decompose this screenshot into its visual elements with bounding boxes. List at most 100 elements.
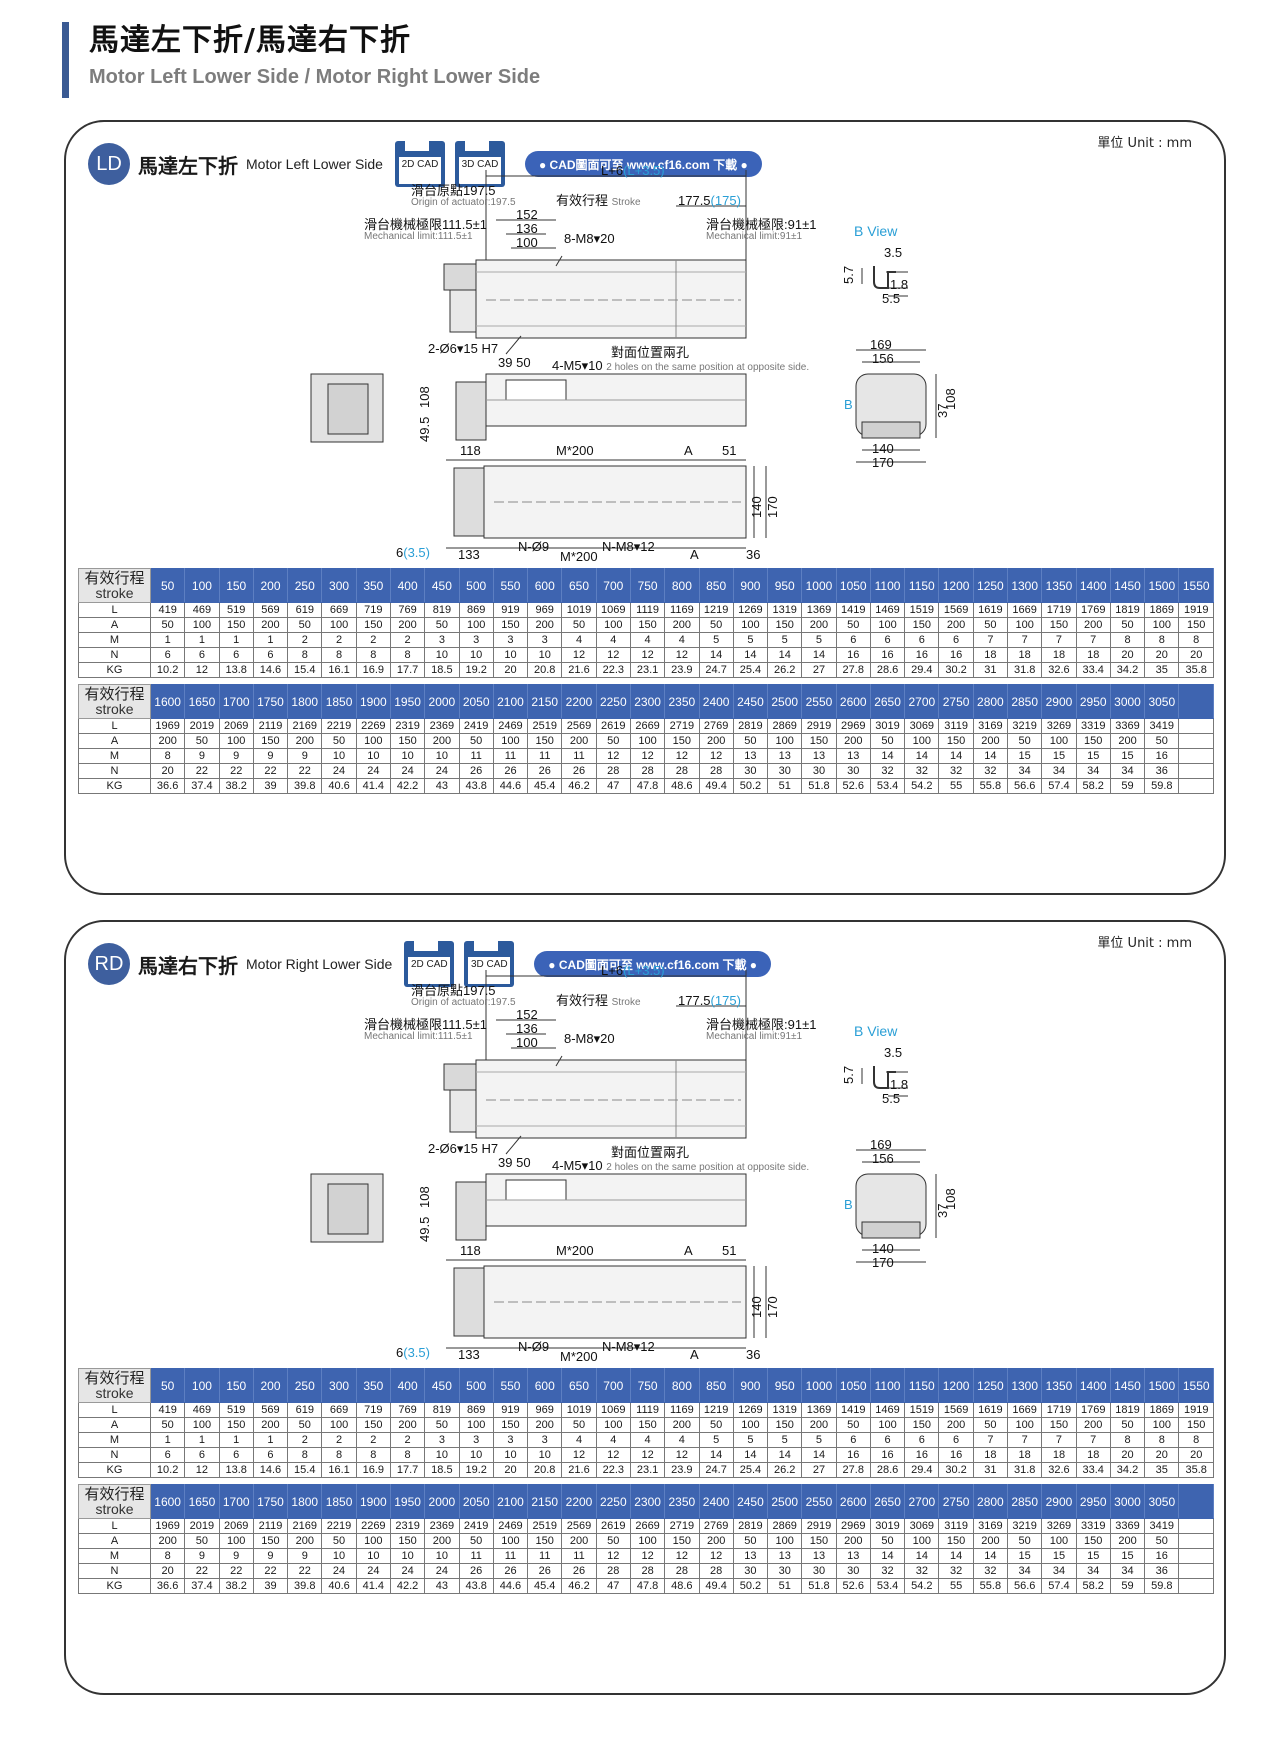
motor-side — [455, 1181, 487, 1241]
cad-3d-download-button[interactable]: 3D CAD — [454, 141, 505, 187]
table-cell: 22 — [252, 1563, 289, 1579]
table-cell: 200 — [698, 1533, 734, 1549]
stroke-value-cell: 2550 — [801, 1484, 837, 1519]
stroke-value-cell: 1400 — [1075, 568, 1111, 603]
table-cell: 24.7 — [698, 1462, 734, 1478]
empty-cell — [1178, 718, 1214, 734]
panel-header: RD 馬達右下折 Motor Right Lower Side 2D CAD 3… — [88, 941, 772, 987]
cad-download-link[interactable]: ● CAD圖面可至 www.cf16.com 下載 ● — [534, 951, 772, 977]
table-cell: 20 — [1109, 1447, 1146, 1463]
table-cell: 22 — [287, 1563, 323, 1579]
table-cell: 50 — [595, 733, 631, 749]
table-cell: 24 — [321, 763, 357, 779]
mech-limit-right-en: Mechanical limit:91±1 — [706, 1031, 803, 1042]
table-cell: 23.1 — [629, 662, 666, 678]
table-cell: 2569 — [561, 718, 597, 734]
table-cell: 10 — [424, 1548, 460, 1564]
table-cell: 50 — [458, 733, 494, 749]
table-cell: 8 — [389, 1447, 426, 1463]
table-cell: 719 — [355, 1402, 391, 1418]
stroke-value-cell: 3050 — [1144, 684, 1180, 719]
panel-title-en: Motor Right Lower Side — [246, 956, 393, 972]
table-cell: 4 — [629, 632, 666, 648]
table-cell: 53.4 — [869, 1578, 906, 1594]
table-cell: 2419 — [458, 1518, 494, 1534]
cad-2d-label: 2D CAD — [398, 157, 441, 184]
table-cell: 7 — [972, 1432, 1009, 1448]
table-cell: 16 — [904, 647, 940, 663]
table-cell: 29.4 — [904, 662, 940, 678]
table-cell: 20.8 — [527, 662, 563, 678]
table-cell: 50 — [732, 733, 769, 749]
table-cell: 47 — [595, 778, 631, 794]
table-cell: 9 — [252, 748, 289, 764]
table-cell: 200 — [835, 733, 871, 749]
table-cell: 4 — [561, 1432, 597, 1448]
table-cell: 100 — [492, 733, 529, 749]
cad-download-link[interactable]: ● CAD圖面可至 www.cf16.com 下載 ● — [524, 151, 762, 177]
table-cell: 18 — [1007, 1447, 1043, 1463]
table-cell: 46.2 — [561, 1578, 597, 1594]
table-cell: 2919 — [801, 718, 837, 734]
table-cell: 200 — [938, 1417, 974, 1433]
table-cell: 22 — [252, 763, 289, 779]
table-cell: 200 — [149, 733, 186, 749]
table-cell: 22 — [218, 1563, 254, 1579]
dim-3-5: 3.5 — [884, 1045, 903, 1060]
cad-2d-download-button[interactable]: 2D CAD — [404, 941, 455, 987]
mech-limit-left-zh: 滑台機械極限111.5±1 — [364, 1017, 487, 1032]
table-cell: 2219 — [321, 718, 357, 734]
stroke-value-cell: 2400 — [698, 684, 734, 719]
table-cell: 1119 — [629, 602, 666, 618]
cad-2d-download-button[interactable]: 2D CAD — [394, 141, 445, 187]
row-label: M — [78, 632, 151, 648]
table-cell: 31 — [972, 1462, 1009, 1478]
cad-3d-label: 3D CAD — [468, 957, 511, 984]
table-cell: 50 — [1144, 733, 1180, 749]
table-cell: 57.4 — [1041, 1578, 1077, 1594]
table-cell: 50 — [424, 617, 460, 633]
row-label: L — [78, 1518, 151, 1534]
table-cell: 2069 — [218, 718, 254, 734]
stroke-value-cell: 850 — [698, 568, 734, 603]
stroke-value-cell: 2500 — [767, 1484, 803, 1519]
table-cell: 48.6 — [664, 1578, 700, 1594]
table-cell: 50 — [1109, 1417, 1146, 1433]
table-cell: 28.6 — [869, 662, 906, 678]
table-cell: 14 — [938, 748, 974, 764]
table-cell: 26 — [458, 1563, 494, 1579]
dim-170-bottom: 170 — [765, 1296, 780, 1318]
table-cell: 150 — [767, 1417, 803, 1433]
table-cell: 26 — [492, 1563, 529, 1579]
table-cell: 50 — [595, 1533, 631, 1549]
cad-3d-download-button[interactable]: 3D CAD — [464, 941, 515, 987]
table-cell: 40.6 — [321, 778, 357, 794]
stroke-value-cell: 2350 — [664, 1484, 700, 1519]
table-cell: 10 — [355, 1548, 391, 1564]
table-cell: 24 — [355, 1563, 391, 1579]
dim-m200-bottom: M*200 — [560, 1349, 598, 1364]
stroke-value-cell: 2250 — [595, 684, 631, 719]
table-cell: 150 — [767, 617, 803, 633]
table-cell: 3369 — [1109, 1518, 1146, 1534]
table-cell: 42.2 — [389, 1578, 426, 1594]
stroke-value-cell: 2850 — [1007, 1484, 1043, 1519]
table-cell: 30.2 — [938, 662, 974, 678]
panel-header: LD 馬達左下折 Motor Left Lower Side 2D CAD 3D… — [88, 141, 762, 187]
table-cell: 16 — [1144, 1548, 1180, 1564]
table-cell: 19.2 — [458, 1462, 494, 1478]
table-cell: 200 — [698, 733, 734, 749]
table-cell: 36.6 — [149, 1578, 186, 1594]
table-cell: 21.6 — [561, 662, 597, 678]
motor-body-top — [449, 1089, 477, 1133]
table-cell: 15 — [1109, 748, 1146, 764]
stroke-value-cell: 2050 — [458, 684, 494, 719]
stroke-value-cell: 550 — [492, 1368, 529, 1403]
table-cell: 51.8 — [801, 778, 837, 794]
table-cell: 34 — [1041, 763, 1077, 779]
table-cell: 6 — [835, 1432, 871, 1448]
stroke-value-cell: 1950 — [389, 1484, 426, 1519]
